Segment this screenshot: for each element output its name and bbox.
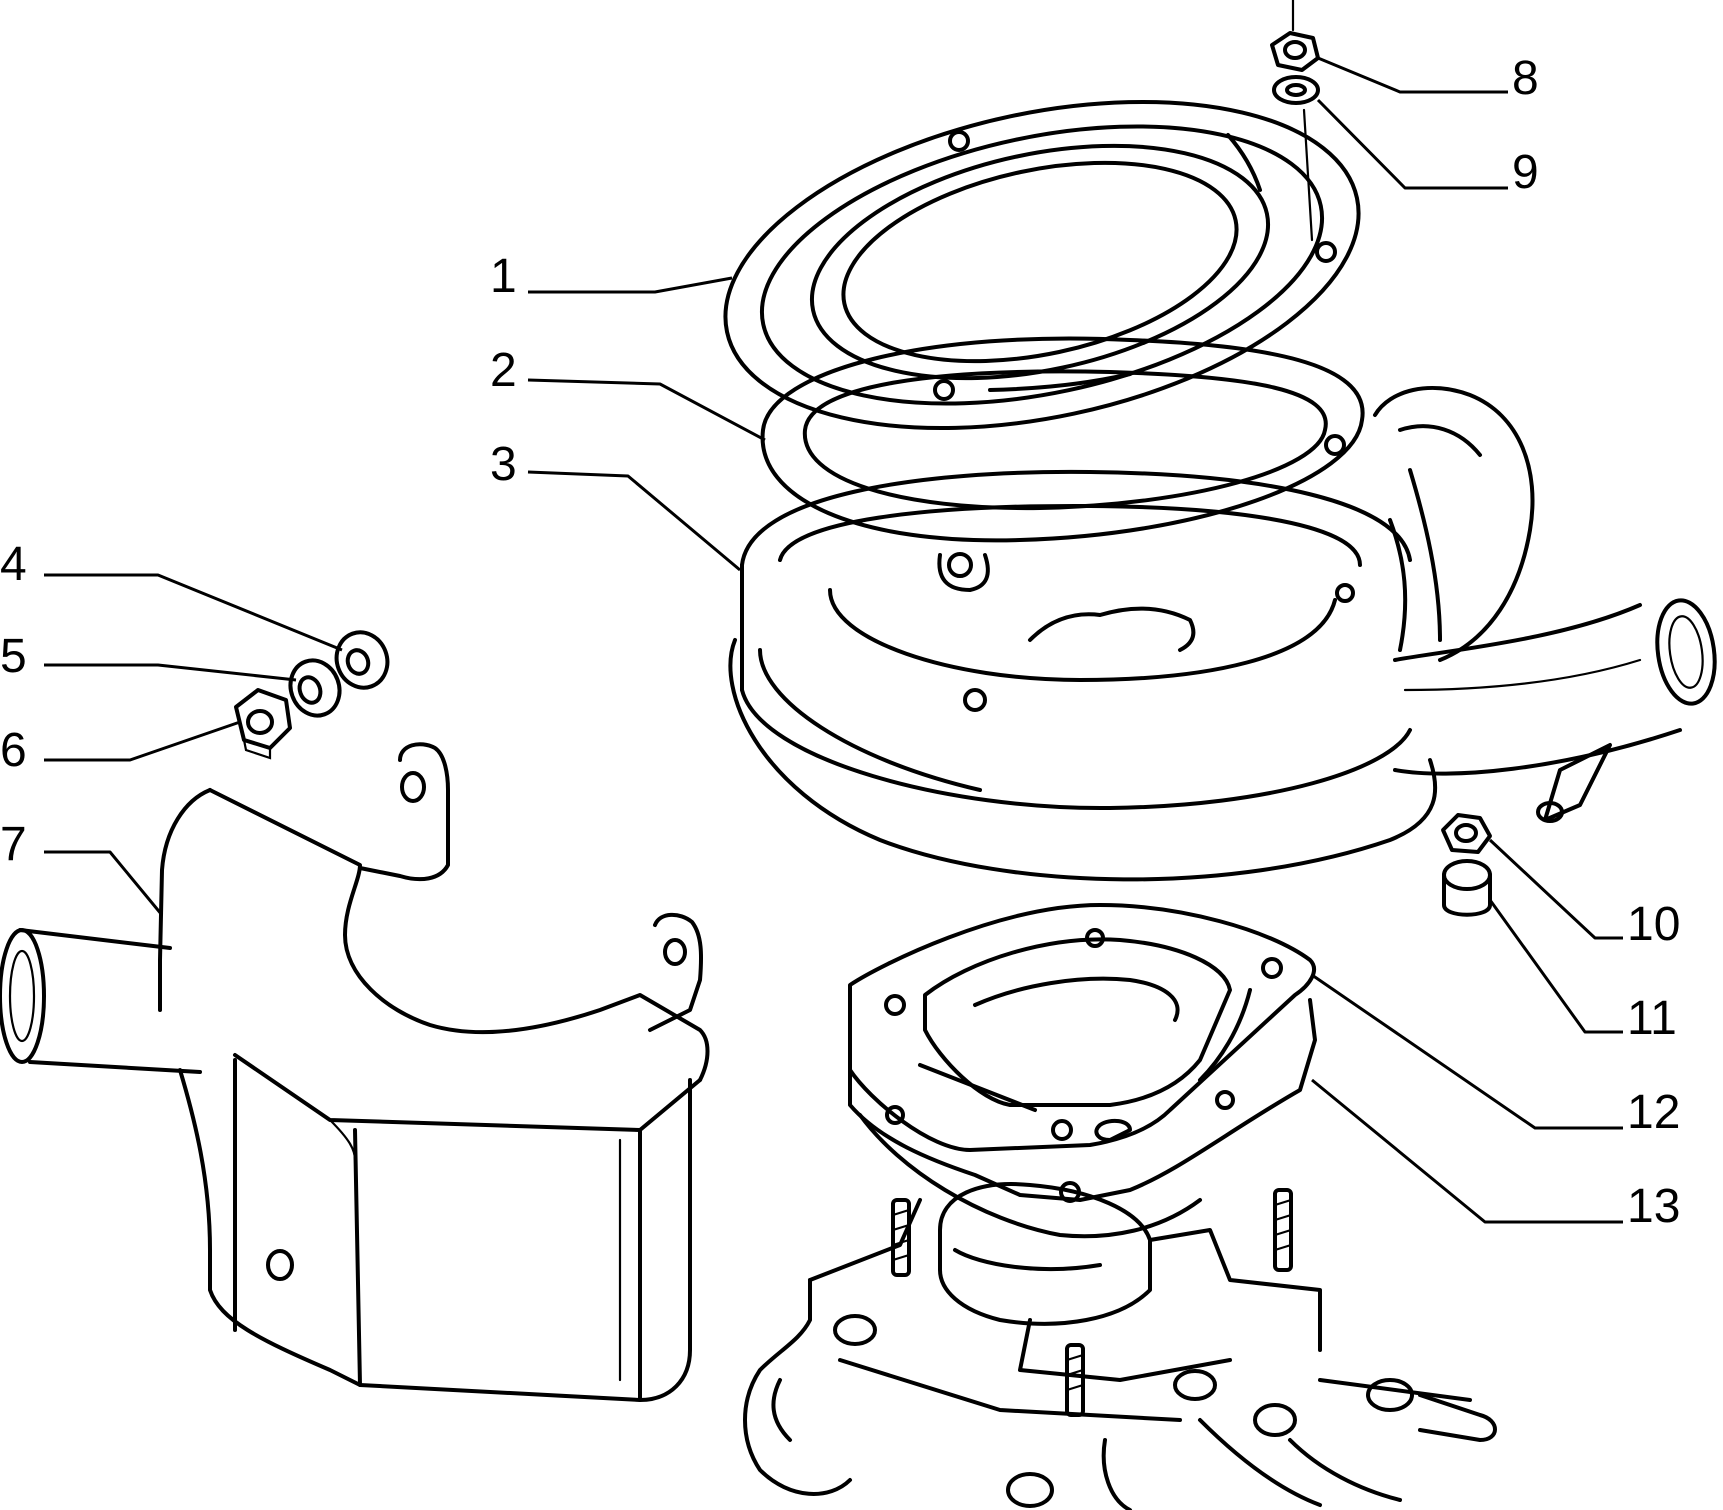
part-4-washer [334,630,390,690]
part-8-nut [1270,0,1320,72]
part-1-top-gasket-ring [723,99,1361,431]
part-11-spacer [1442,859,1492,917]
callout-5: 5 [0,630,27,683]
leader-2 [527,378,766,442]
leader-lines [44,56,1623,1224]
leader-11 [1488,899,1623,1034]
leader-3 [527,470,741,572]
callout-6: 6 [0,724,27,777]
carburetor-body [743,1182,1497,1510]
part-12-adapter-plate [848,903,1316,1152]
leader-12 [1311,973,1623,1130]
callout-13: 13 [1627,1180,1680,1233]
callout-10: 10 [1627,898,1680,951]
callout-12: 12 [1627,1086,1680,1139]
part-3-air-filter-housing [728,386,1717,882]
callout-4: 4 [0,538,27,591]
leader-4 [44,573,343,652]
callout-7: 7 [0,818,27,871]
part-13-gasket [848,998,1317,1239]
leader-6 [44,720,241,762]
leader-1 [528,276,733,294]
part-2-gasket [760,336,1365,592]
leader-9 [1316,98,1508,190]
callout-1: 1 [490,250,517,303]
callout-8: 8 [1512,52,1539,105]
leader-10 [1488,838,1623,940]
part-10-nut [1441,813,1492,854]
callout-labels: 1 2 3 4 5 6 7 8 9 10 11 12 13 [0,52,1680,1233]
part-9-washer [1272,75,1320,242]
leader-7 [44,850,164,916]
part-7-heat-shield [0,742,710,1402]
part-6-nut [234,688,292,760]
callout-9: 9 [1512,146,1539,199]
leader-5 [44,663,297,682]
callout-2: 2 [490,344,517,397]
callout-3: 3 [490,438,517,491]
leader-13 [1311,1078,1623,1224]
callout-11: 11 [1627,992,1677,1045]
leader-8 [1317,56,1508,94]
part-5-washer [288,658,342,718]
